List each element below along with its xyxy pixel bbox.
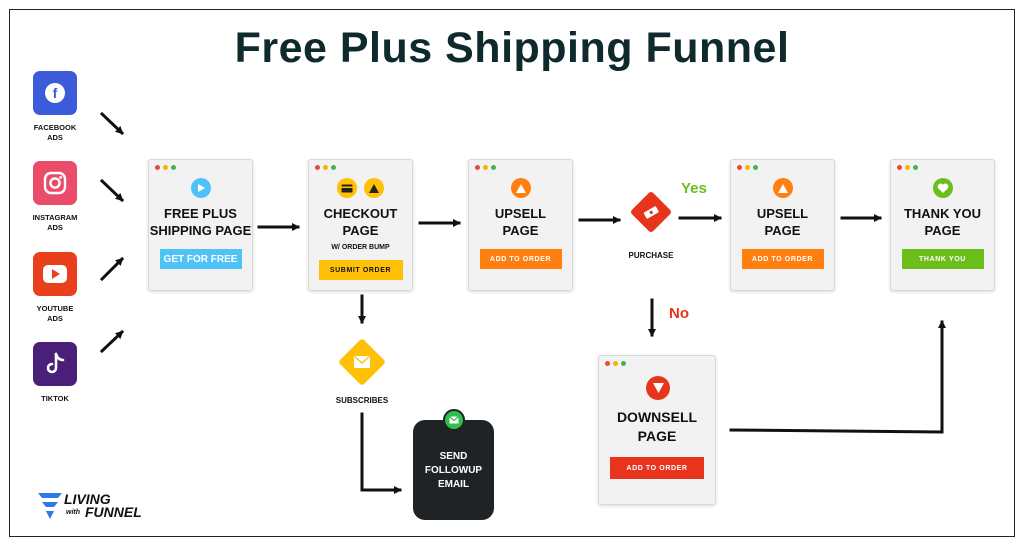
get-for-free-button: GET FOR FREE [159,249,242,269]
logo-mark-icon [38,493,62,519]
logo-word-funnel: FUNNEL [85,504,142,520]
card-icon [337,178,357,198]
heart-icon [933,178,953,198]
email-icon [443,409,465,431]
no-label: No [669,305,689,322]
window-dots [475,165,496,170]
envelope-icon [354,356,370,368]
window-dots [897,165,918,170]
order-bump-note: W/ ORDER BUMP [331,244,390,251]
arrow-down-icon [646,376,670,400]
logo-word-living: LIVING [64,491,111,507]
window-dots [315,165,336,170]
add-to-order-button: ADD TO ORDER [610,457,704,479]
window-dots [155,165,176,170]
tiktok-icon [33,342,77,386]
diagram-frame [9,9,1015,537]
svg-text:f: f [53,85,58,101]
arrow-to-email [360,412,402,494]
facebook-icon: f [33,71,77,115]
page-title: Free Plus Shipping Funnel [234,24,790,72]
play-icon [191,178,211,198]
logo-word-with: with [66,509,80,516]
arrow-downsell-to-thank-you [729,320,946,434]
subscribes-label: SUBSCRIBES [335,396,389,405]
source-label-tiktok: TIKTOK [41,394,69,403]
window-dots [605,361,626,366]
yes-label: Yes [681,180,707,197]
thank-you-button: THANK YOU [901,249,984,269]
youtube-icon [33,252,77,296]
arrow-facebook [99,111,125,136]
arrow-instagram [99,178,125,203]
purchase-label: PURCHASE [628,251,674,260]
triangle-up-icon [364,178,384,198]
arrow-tiktok [99,329,125,354]
window-dots [737,165,758,170]
add-to-order-button: ADD TO ORDER [479,249,562,269]
arrow-up-icon [511,178,531,198]
arrow-youtube [99,256,125,282]
submit-order-button: SUBMIT ORDER [318,260,403,280]
add-to-order-button: ADD TO ORDER [741,249,824,269]
instagram-icon [33,161,77,205]
coupon-icon [643,206,659,219]
arrow-up-icon [773,178,793,198]
